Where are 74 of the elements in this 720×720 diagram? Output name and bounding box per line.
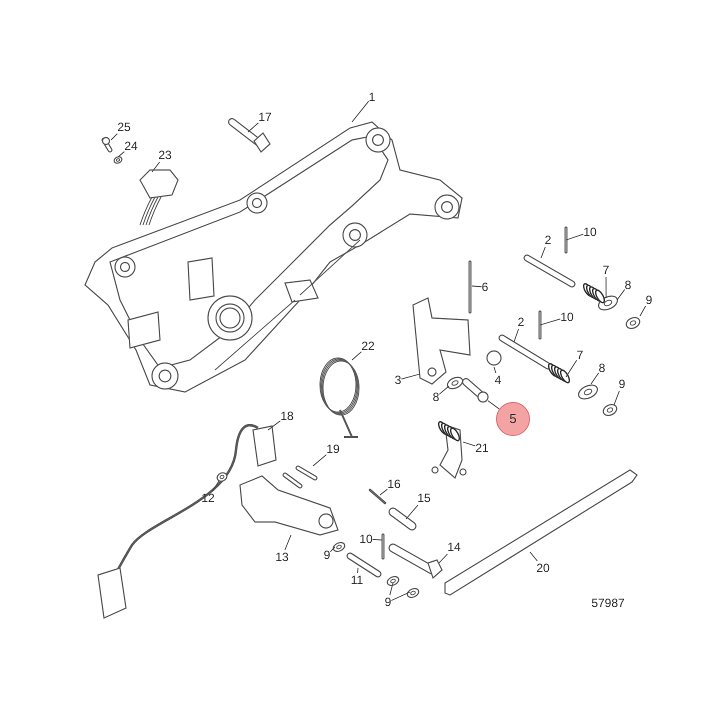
- leader-line: [438, 386, 450, 395]
- callout-number: 15: [417, 491, 431, 505]
- callout-number: 8: [432, 390, 440, 404]
- leader-line: [389, 582, 394, 596]
- callout-number: 10: [583, 225, 597, 239]
- leader-line: [110, 133, 118, 140]
- leader-line: [640, 306, 646, 316]
- callout-number: 13: [275, 550, 289, 564]
- leader-line: [390, 592, 410, 601]
- highlighted-callout-number: 5: [496, 402, 530, 436]
- callout-number: 22: [361, 339, 375, 353]
- callout-number: 20: [536, 561, 550, 575]
- callout-number: 2: [544, 233, 552, 247]
- leader-line: [268, 420, 281, 430]
- leader-line: [406, 504, 418, 520]
- leader-line: [472, 286, 482, 288]
- leader-line: [540, 318, 561, 326]
- leader-line: [488, 400, 500, 410]
- callout-number: 6: [482, 280, 488, 294]
- leader-line: [462, 442, 476, 446]
- leader-line: [212, 480, 220, 492]
- leader-line: [530, 552, 538, 562]
- callout-number: 7: [576, 348, 584, 362]
- leader-line: [566, 234, 584, 240]
- leader-line: [514, 328, 519, 342]
- callout-number: 21: [475, 441, 489, 455]
- callout-number: 9: [618, 377, 626, 391]
- leader-line: [590, 372, 600, 384]
- cotter-pin: [538, 310, 542, 340]
- callout-number: 23: [158, 148, 172, 162]
- callout-number: 19: [326, 442, 340, 456]
- callout-number: 16: [387, 477, 401, 491]
- callout-number: 10: [359, 532, 373, 546]
- leader-line: [494, 366, 496, 374]
- leader-line: [614, 390, 620, 406]
- leader-line: [330, 546, 336, 552]
- leader-line: [400, 374, 420, 380]
- callout-number: 24: [124, 139, 138, 153]
- leader-line: [372, 538, 382, 540]
- callout-number: 4: [494, 373, 502, 387]
- leader-line: [118, 151, 125, 158]
- callout-number: 1: [368, 90, 376, 104]
- cotter-pin: [564, 226, 568, 254]
- callout-number: 11: [350, 573, 364, 587]
- leader-line: [152, 162, 160, 172]
- leader-line: [616, 289, 626, 300]
- leader-line: [566, 360, 578, 378]
- leader-line: [606, 276, 607, 298]
- callout-number: 8: [624, 278, 632, 292]
- leader-line: [380, 488, 388, 496]
- leader-line: [248, 122, 259, 132]
- leader-line: [352, 351, 362, 360]
- callout-number: 12: [201, 491, 215, 505]
- coil-spring: [582, 283, 606, 304]
- callout-number: 17: [258, 110, 272, 124]
- leader-line: [312, 454, 327, 466]
- leader-line: [284, 534, 292, 550]
- callout-number: 8: [598, 361, 606, 375]
- callout-number: 18: [280, 409, 294, 423]
- callout-number: 9: [384, 595, 392, 609]
- callout-number: 3: [394, 373, 402, 387]
- callout-number: 2: [518, 315, 524, 329]
- callout-number: 14: [447, 540, 461, 554]
- leader-line: [357, 568, 358, 574]
- shoulder-bolt: [462, 378, 489, 403]
- callout-number: 9: [646, 293, 652, 307]
- callout-number: 25: [117, 120, 131, 134]
- callout-number: 9: [324, 548, 330, 562]
- callout-number: 10: [560, 310, 574, 324]
- leader-line: [438, 554, 448, 564]
- leader-line: [540, 246, 546, 258]
- drawing-number: 57987: [591, 596, 625, 610]
- leader-line: [352, 100, 370, 122]
- callout-number: 7: [602, 263, 610, 277]
